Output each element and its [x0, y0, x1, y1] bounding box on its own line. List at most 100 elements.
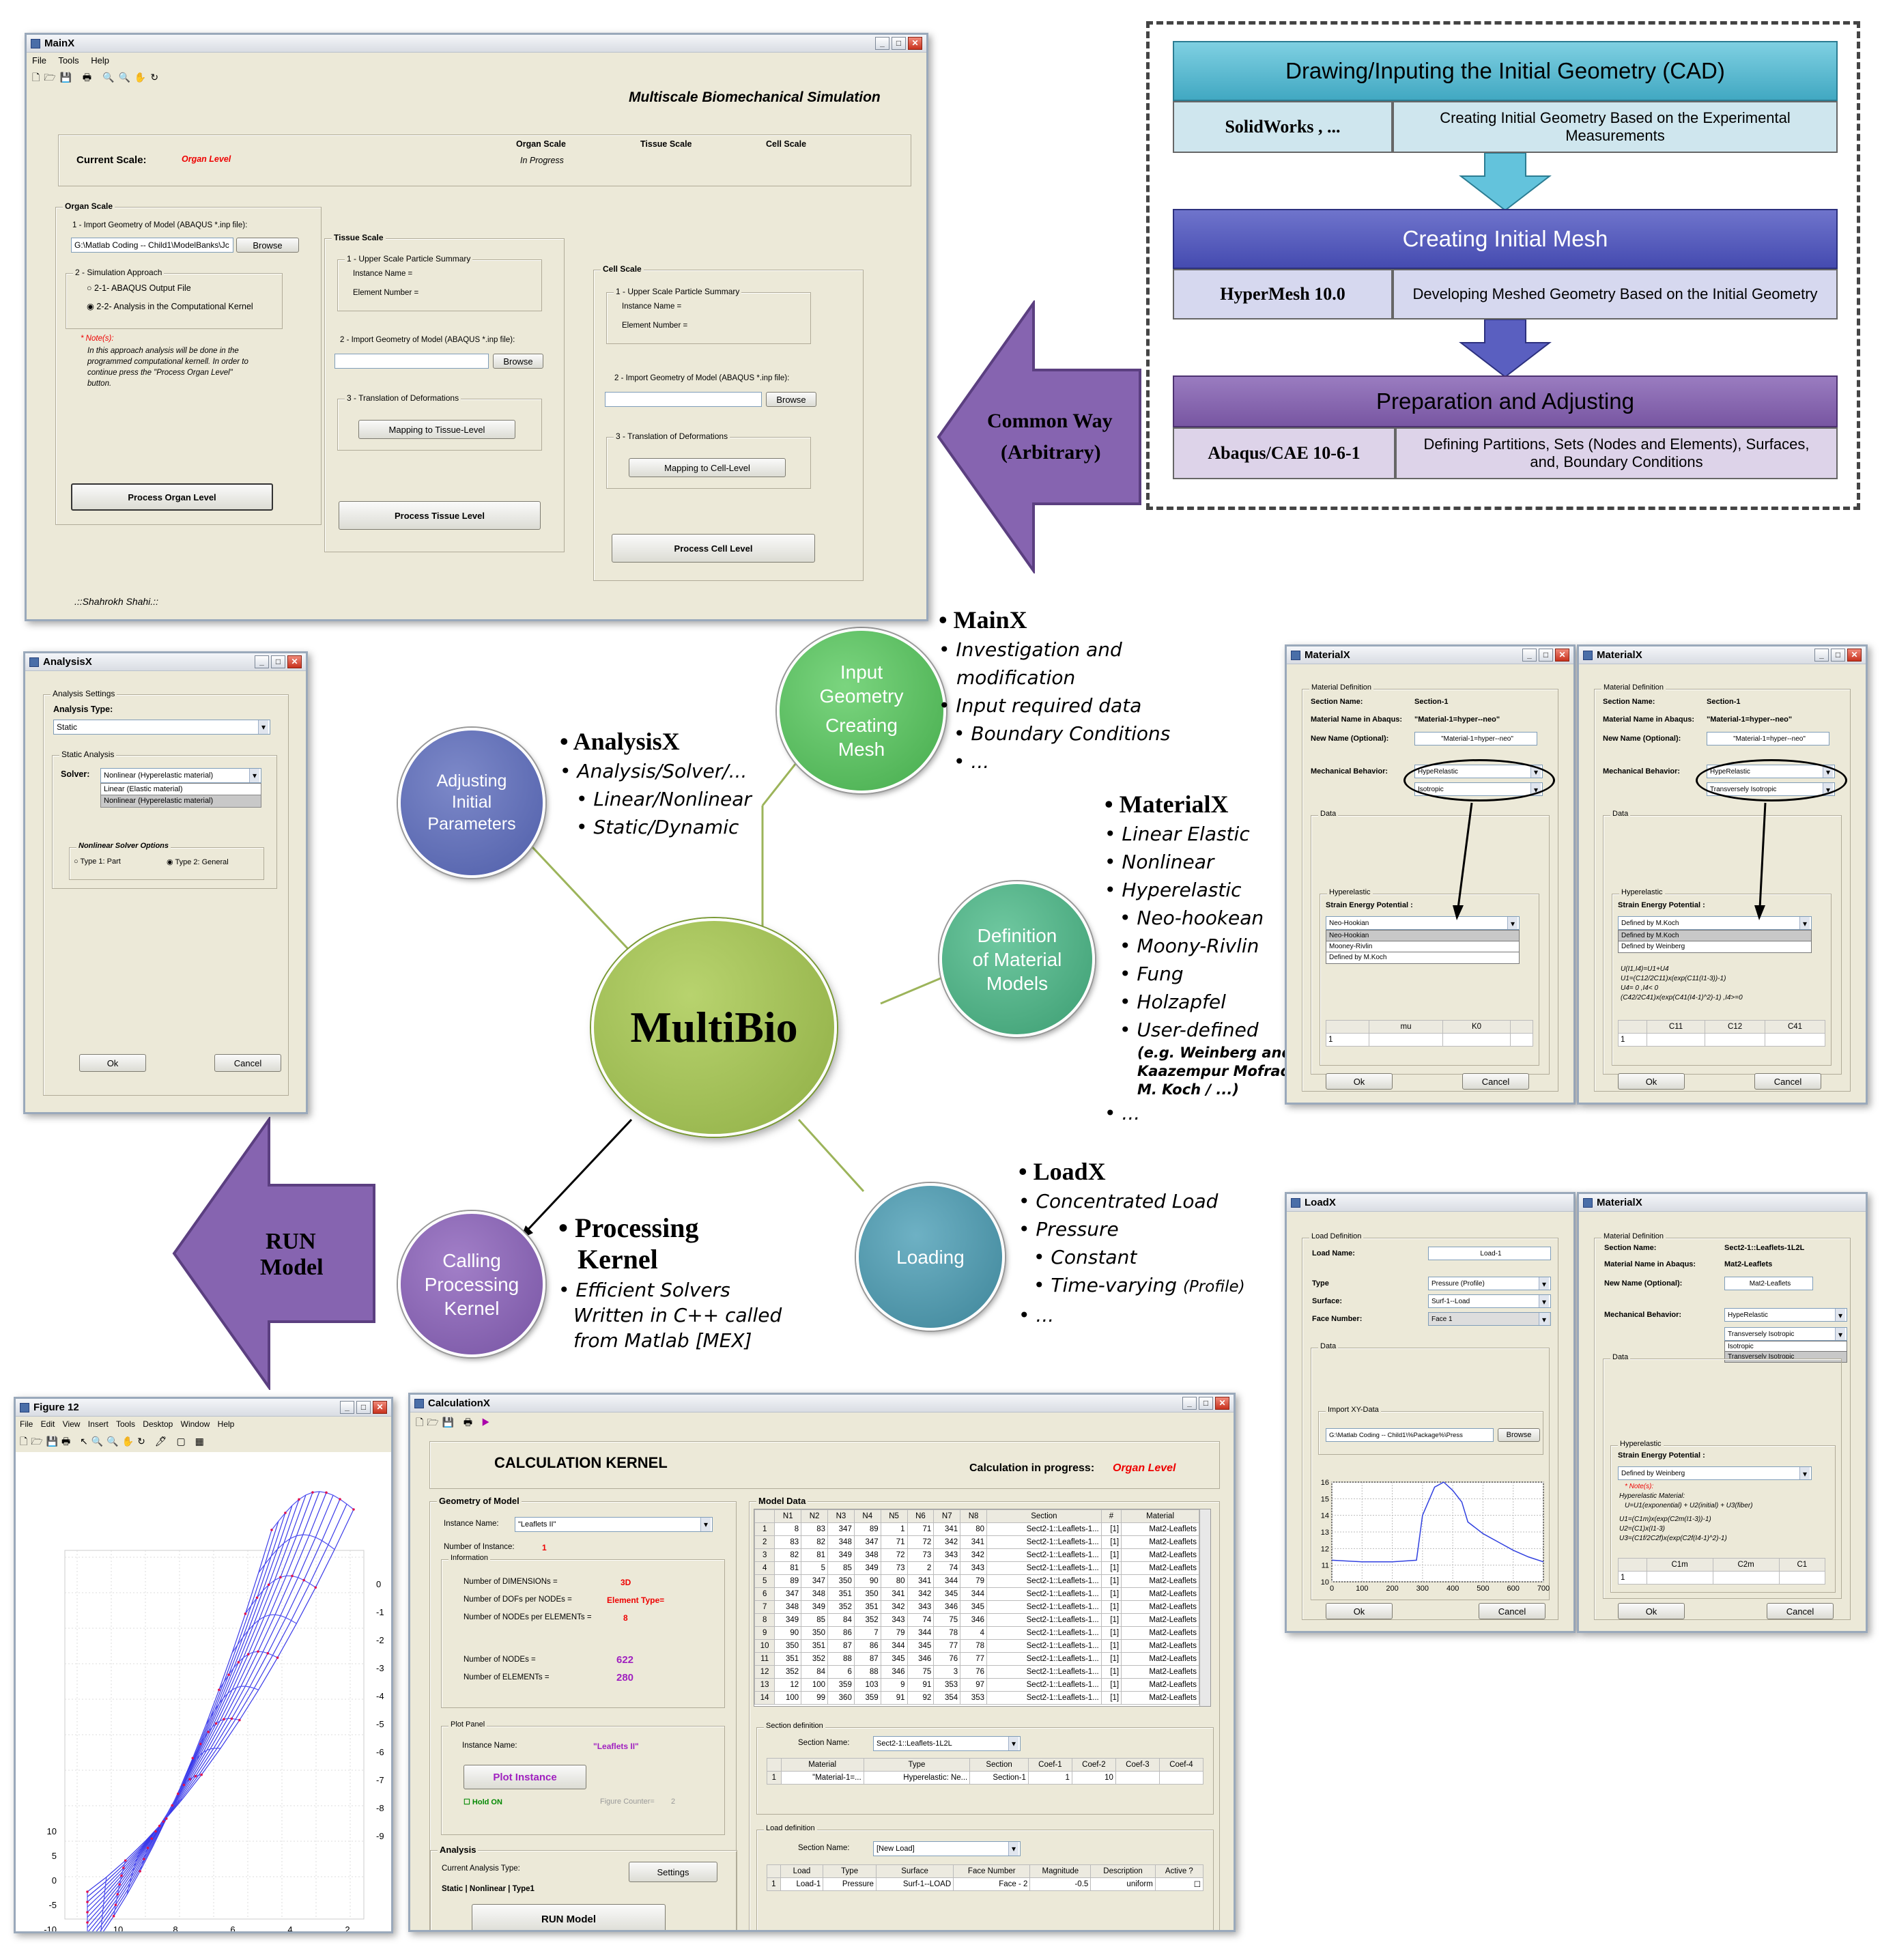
- run-model-button[interactable]: RUN Model: [472, 1904, 666, 1930]
- close-button[interactable]: ✕: [1555, 649, 1569, 662]
- table-scrollbar[interactable]: [1199, 1509, 1210, 1706]
- minimize-button[interactable]: _: [255, 655, 269, 668]
- calc-toolbar-icons[interactable]: 🗋🗁💾 🖶 ▶: [416, 1417, 494, 1428]
- m3-mech-select[interactable]: HypeRelastic: [1724, 1308, 1847, 1322]
- load-surf-select[interactable]: Surf-1--Load: [1428, 1294, 1551, 1308]
- approach-opt1[interactable]: ○ 2-1- ABAQUS Output File: [87, 283, 191, 293]
- cell-mapping-button[interactable]: Mapping to Cell-Level: [629, 458, 786, 477]
- mainx-toolbar-icons[interactable]: 🗋🗁💾 🖶 🔍🔍✋↻: [32, 72, 163, 83]
- tissue-path-field[interactable]: [334, 354, 489, 369]
- m3-new-field[interactable]: Mat2-Leaflets: [1724, 1277, 1813, 1290]
- close-button[interactable]: ✕: [1215, 1397, 1229, 1410]
- m3-sep-select[interactable]: Defined by Weinberg: [1618, 1466, 1812, 1480]
- m2-cancel-button[interactable]: Cancel: [1754, 1073, 1821, 1090]
- maximize-button[interactable]: □: [271, 655, 285, 668]
- table-row[interactable]: 1"Material-1=...Hyperelastic: Ne...Secti…: [767, 1771, 1204, 1785]
- process-organ-button[interactable]: Process Organ Level: [71, 483, 273, 511]
- load-cancel-button[interactable]: Cancel: [1479, 1603, 1545, 1619]
- nl-type1-radio[interactable]: ○ Type 1: Part: [74, 857, 121, 866]
- analysis-cancel-button[interactable]: Cancel: [214, 1054, 281, 1072]
- tissue-browse-button[interactable]: Browse: [493, 354, 543, 369]
- cell-path-field[interactable]: [605, 392, 762, 407]
- mainx-menu[interactable]: File Tools Help: [32, 55, 110, 66]
- plot-instance-button[interactable]: Plot Instance: [464, 1765, 586, 1789]
- m3-ok-button[interactable]: Ok: [1618, 1603, 1685, 1619]
- maximize-button[interactable]: □: [1199, 1397, 1213, 1410]
- geo-inst-select[interactable]: "Leaflets II": [515, 1517, 713, 1532]
- nl-type2-radio[interactable]: ◉ Type 2: General: [167, 858, 229, 866]
- solver-option-2[interactable]: Nonlinear (Hyperelastic material): [100, 795, 261, 808]
- minimize-button[interactable]: _: [875, 37, 889, 50]
- import-xy-browse[interactable]: Browse: [1498, 1428, 1540, 1442]
- close-button[interactable]: ✕: [287, 655, 302, 668]
- m3-opt-2[interactable]: Transversely Isotropic: [1724, 1351, 1847, 1363]
- close-button[interactable]: ✕: [1847, 649, 1862, 662]
- m1-cancel-button[interactable]: Cancel: [1462, 1073, 1529, 1090]
- minimize-button[interactable]: _: [1814, 649, 1829, 662]
- m3-cancel-button[interactable]: Cancel: [1767, 1603, 1834, 1619]
- m1-ok-button[interactable]: Ok: [1326, 1073, 1393, 1090]
- maximize-button[interactable]: □: [1831, 649, 1845, 662]
- m3-sub-select[interactable]: Transversely Isotropic: [1724, 1327, 1847, 1341]
- minimize-button[interactable]: _: [1182, 1397, 1197, 1410]
- maximize-button[interactable]: □: [1539, 649, 1553, 662]
- organ-path-field[interactable]: G:\Matlab Coding -- Child1\ModelBanks\Jc: [71, 238, 233, 253]
- m2-ok-button[interactable]: Ok: [1618, 1073, 1685, 1090]
- solver-option-1[interactable]: Linear (Elastic material): [100, 783, 261, 796]
- tissue-mapping-button[interactable]: Mapping to Tissue-Level: [358, 420, 515, 439]
- hold-on-checkbox[interactable]: ☐ Hold ON: [464, 1798, 502, 1806]
- settings-button[interactable]: Settings: [629, 1862, 717, 1882]
- minimize-button[interactable]: _: [340, 1401, 354, 1414]
- m1-new-field[interactable]: "Material-1=hyper--neo": [1414, 732, 1537, 745]
- approach-opt2[interactable]: ◉ 2-2- Analysis in the Computational Ker…: [87, 302, 253, 311]
- process-tissue-button[interactable]: Process Tissue Level: [339, 501, 541, 530]
- analysis-ok-button[interactable]: Ok: [79, 1054, 146, 1072]
- solver-select[interactable]: Nonlinear (Hyperelastic material): [100, 768, 261, 783]
- import-xy-path[interactable]: G:\Matlab Coding -- Child1\%Package%\Pre…: [1326, 1428, 1494, 1442]
- figure-toolbar-icons[interactable]: 🗋🗁💾🖶 ↖🔍🔍✋↻ 🖊 ▢ ▦: [20, 1436, 208, 1447]
- maximize-button[interactable]: □: [356, 1401, 371, 1414]
- load-type-select[interactable]: Pressure (Profile): [1428, 1277, 1551, 1290]
- load-section-select[interactable]: [New Load]: [873, 1841, 1021, 1856]
- minimize-button[interactable]: _: [1522, 649, 1537, 662]
- m2-opt-2[interactable]: Defined by Weinberg: [1618, 941, 1812, 953]
- load-name-field[interactable]: Load-1: [1428, 1247, 1551, 1260]
- analysis-type-select[interactable]: Static: [53, 720, 270, 735]
- maximize-button[interactable]: □: [892, 37, 906, 50]
- cell-browse-button[interactable]: Browse: [766, 392, 816, 407]
- figure-menu[interactable]: File Edit View Insert Tools Desktop Wind…: [20, 1419, 235, 1429]
- close-button[interactable]: ✕: [908, 37, 922, 50]
- m1-opt-3[interactable]: Defined by M.Koch: [1326, 952, 1520, 964]
- m2-sep-select[interactable]: Defined by M.Koch: [1618, 916, 1812, 930]
- load-ok-button[interactable]: Ok: [1326, 1603, 1393, 1619]
- organ-browse-button[interactable]: Browse: [236, 238, 299, 253]
- section-name-select[interactable]: Sect2-1::Leaflets-1L2L: [873, 1736, 1021, 1751]
- load-face-select[interactable]: Face 1: [1428, 1312, 1551, 1326]
- process-cell-button[interactable]: Process Cell Level: [612, 534, 815, 563]
- m1-sep-select[interactable]: Neo-Hookian: [1326, 916, 1520, 930]
- close-button[interactable]: ✕: [373, 1401, 387, 1414]
- m2-new-field[interactable]: "Material-1=hyper--neo": [1707, 732, 1829, 745]
